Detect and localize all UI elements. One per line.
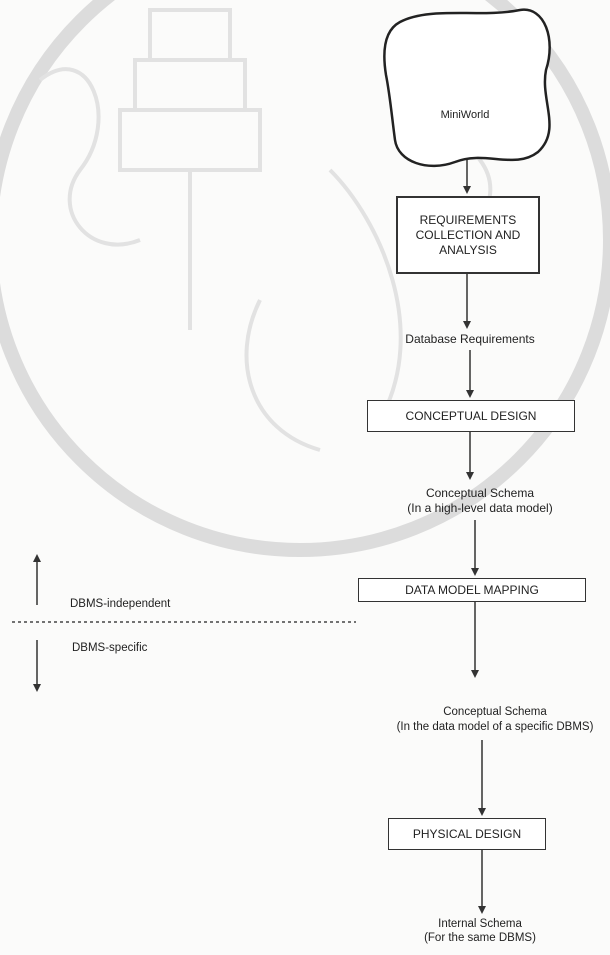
- internal-schema: Internal Schema (For the same DBMS): [405, 917, 555, 945]
- miniworld-cloud: [383, 8, 551, 168]
- database-requirements-label: Database Requirements: [405, 332, 535, 346]
- requirements-line-2: COLLECTION AND: [415, 227, 521, 242]
- conceptual-design-box: CONCEPTUAL DESIGN: [367, 400, 575, 432]
- conceptual-schema-high-level: Conceptual Schema (In a high-level data …: [380, 486, 580, 516]
- conceptual-schema-high-note: (In a high-level data model): [407, 501, 553, 515]
- dbms-independent-label: DBMS-independent: [70, 598, 171, 610]
- conceptual-schema-specific-note: (In the data model of a specific DBMS): [396, 721, 594, 733]
- internal-schema-note: (For the same DBMS): [424, 932, 536, 944]
- conceptual-schema-high-title: Conceptual Schema: [425, 486, 535, 500]
- requirements-line-3: ANALYSIS: [439, 242, 497, 257]
- requirements-collection-box: REQUIREMENTS COLLECTION AND ANALYSIS: [396, 196, 540, 274]
- conceptual-schema-specific-title: Conceptual Schema: [443, 706, 547, 718]
- physical-design-box: PHYSICAL DESIGN: [388, 818, 546, 850]
- requirements-line-1: REQUIREMENTS: [419, 212, 517, 227]
- data-model-mapping-box: DATA MODEL MAPPING: [358, 578, 586, 602]
- dbms-specific-label: DBMS-specific: [72, 642, 148, 654]
- conceptual-schema-specific-dbms: Conceptual Schema (In the data model of …: [380, 705, 610, 735]
- miniworld-label: MiniWorld: [440, 109, 490, 121]
- internal-schema-title: Internal Schema: [438, 918, 522, 930]
